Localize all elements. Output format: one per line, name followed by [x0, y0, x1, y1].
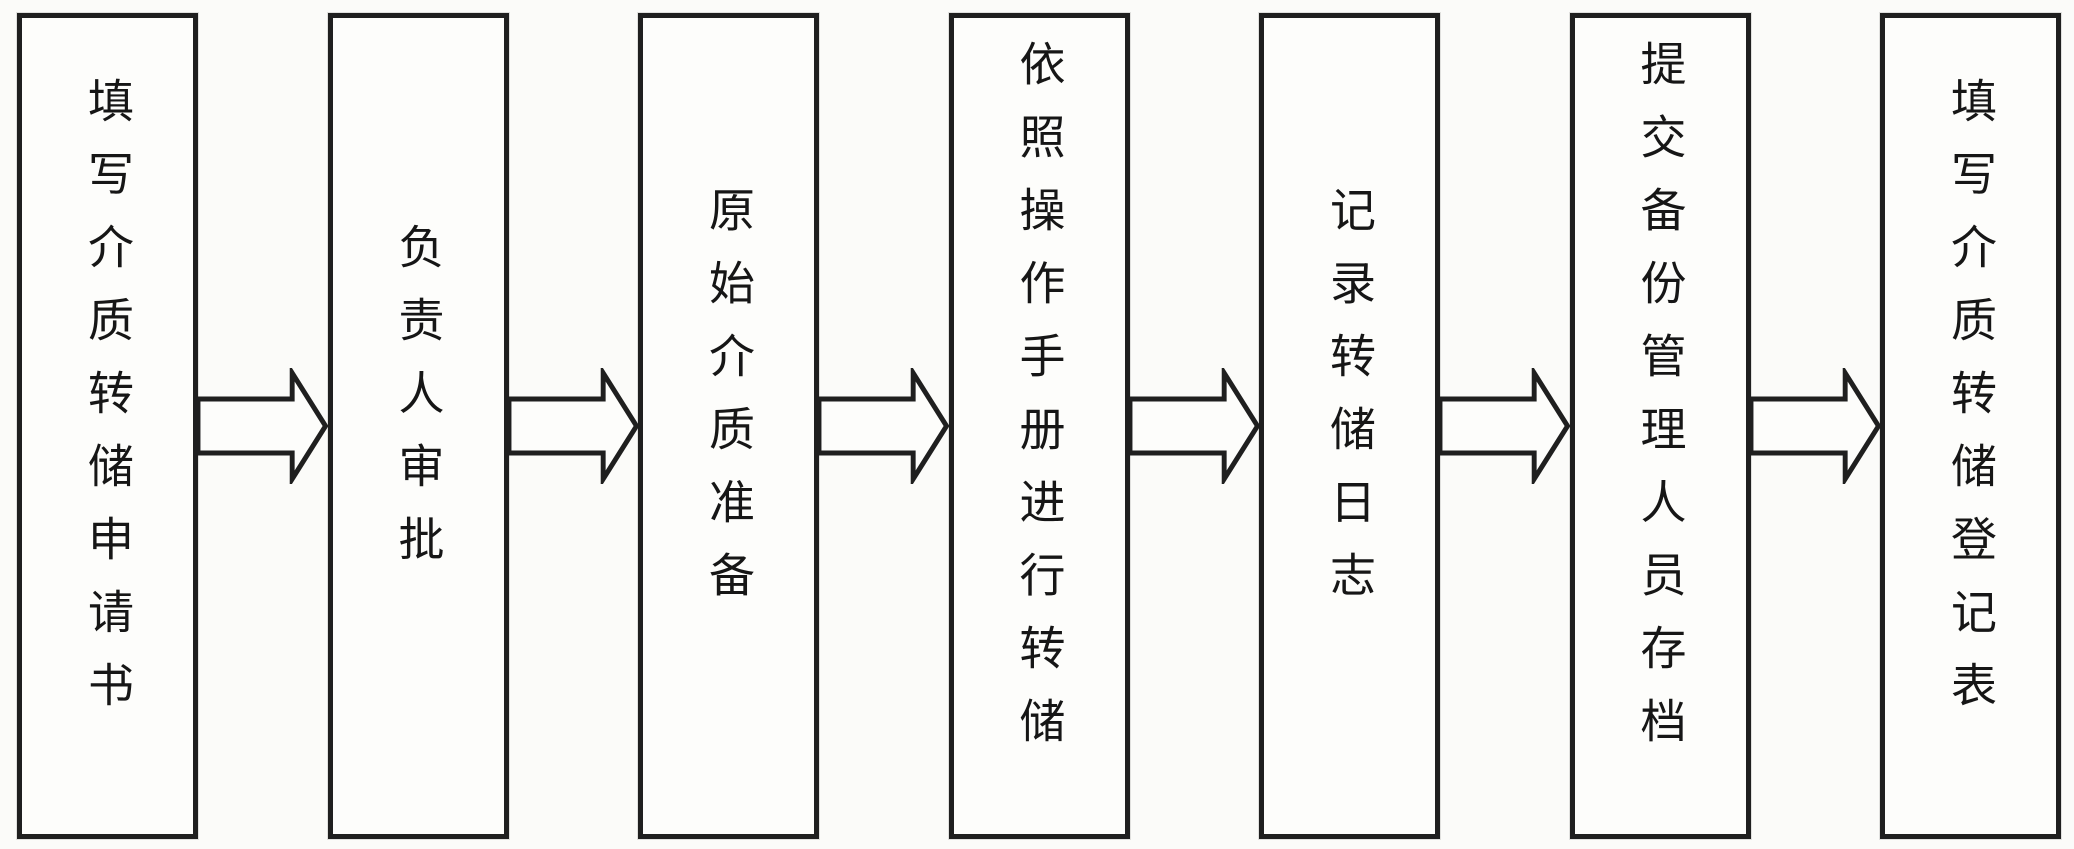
flow-step-6: 提交备份管理人员存档 [1569, 13, 1751, 839]
flow-step-3-label: 原始介质准备 [701, 186, 756, 624]
flow-step-4: 依照操作手册进行转储 [948, 13, 1130, 839]
flow-step-3: 原始介质准备 [638, 13, 819, 839]
flow-step-5: 记录转储日志 [1259, 13, 1440, 839]
flow-step-6-label: 提交备份管理人员存档 [1633, 40, 1688, 770]
flow-step-7: 填写介质转储登记表 [1880, 13, 2061, 839]
connector-1 [198, 13, 328, 839]
flow-step-5-label: 记录转储日志 [1322, 186, 1377, 624]
right-arrow-icon [819, 368, 949, 484]
right-arrow-icon [1129, 368, 1259, 484]
right-arrow-icon [1750, 368, 1880, 484]
connector-4 [1129, 13, 1259, 839]
flow-step-1-label: 填写介质转储申请书 [80, 76, 135, 734]
right-arrow-icon [198, 368, 328, 484]
flow-step-7-label: 填写介质转储登记表 [1943, 76, 1998, 734]
flow-step-1: 填写介质转储申请书 [17, 13, 198, 839]
flow-step-2: 负责人审批 [327, 13, 509, 839]
right-arrow-icon [508, 368, 638, 484]
connector-6 [1750, 13, 1880, 839]
right-arrow-icon [1440, 368, 1570, 484]
flow-step-2-label: 负责人审批 [391, 222, 446, 588]
connector-2 [508, 13, 638, 839]
flow-step-4-label: 依照操作手册进行转储 [1012, 40, 1067, 770]
connector-5 [1440, 13, 1570, 839]
connector-3 [819, 13, 949, 839]
